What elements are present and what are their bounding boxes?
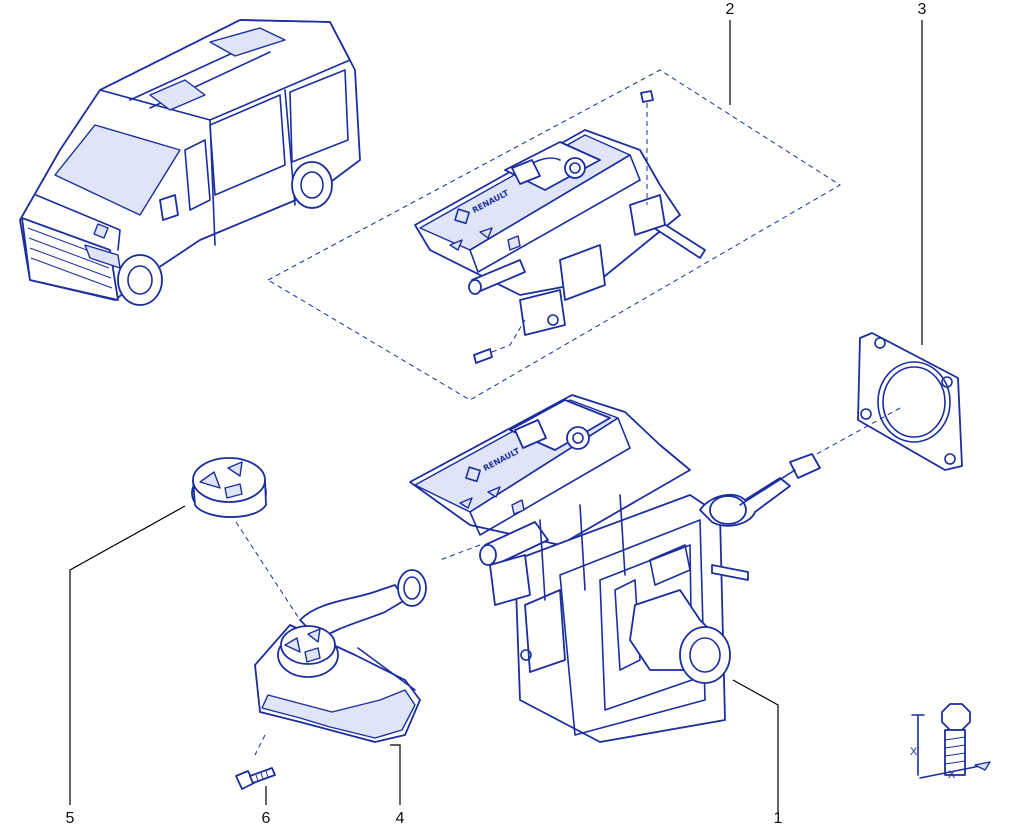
leader-line-1 [732,679,779,815]
callout-4: 4 [396,810,405,827]
callout-6: 6 [262,810,271,827]
leader-line-4 [390,744,401,805]
dashed-detail-frame [266,69,841,401]
upper-unit-housing [414,129,681,296]
torque-dim-x-vertical: X [910,746,918,758]
callout-2: 2 [726,1,735,18]
van-illustration [19,19,361,306]
lower-screw [473,348,493,364]
upper-screw [640,90,654,103]
callout-3: 3 [918,1,927,18]
torque-dim-x-horizontal: X [948,769,956,781]
leader-line-5 [69,505,186,805]
callout-numbers: 1 2 3 4 5 6 [66,1,927,827]
torque-symbol-icon: X X [910,703,991,781]
fluid-reservoir-part-4 [254,569,427,756]
booster-assembly-part-1: RENAULT [409,394,821,743]
bolt-part-6 [235,767,276,790]
reservoir-cap-part-5 [191,457,301,621]
callout-1: 1 [774,810,783,827]
callout-5: 5 [66,810,75,827]
upper-unit-group: RENAULT [266,69,841,401]
leader-lines [69,20,923,815]
gasket-part-3 [814,332,963,471]
